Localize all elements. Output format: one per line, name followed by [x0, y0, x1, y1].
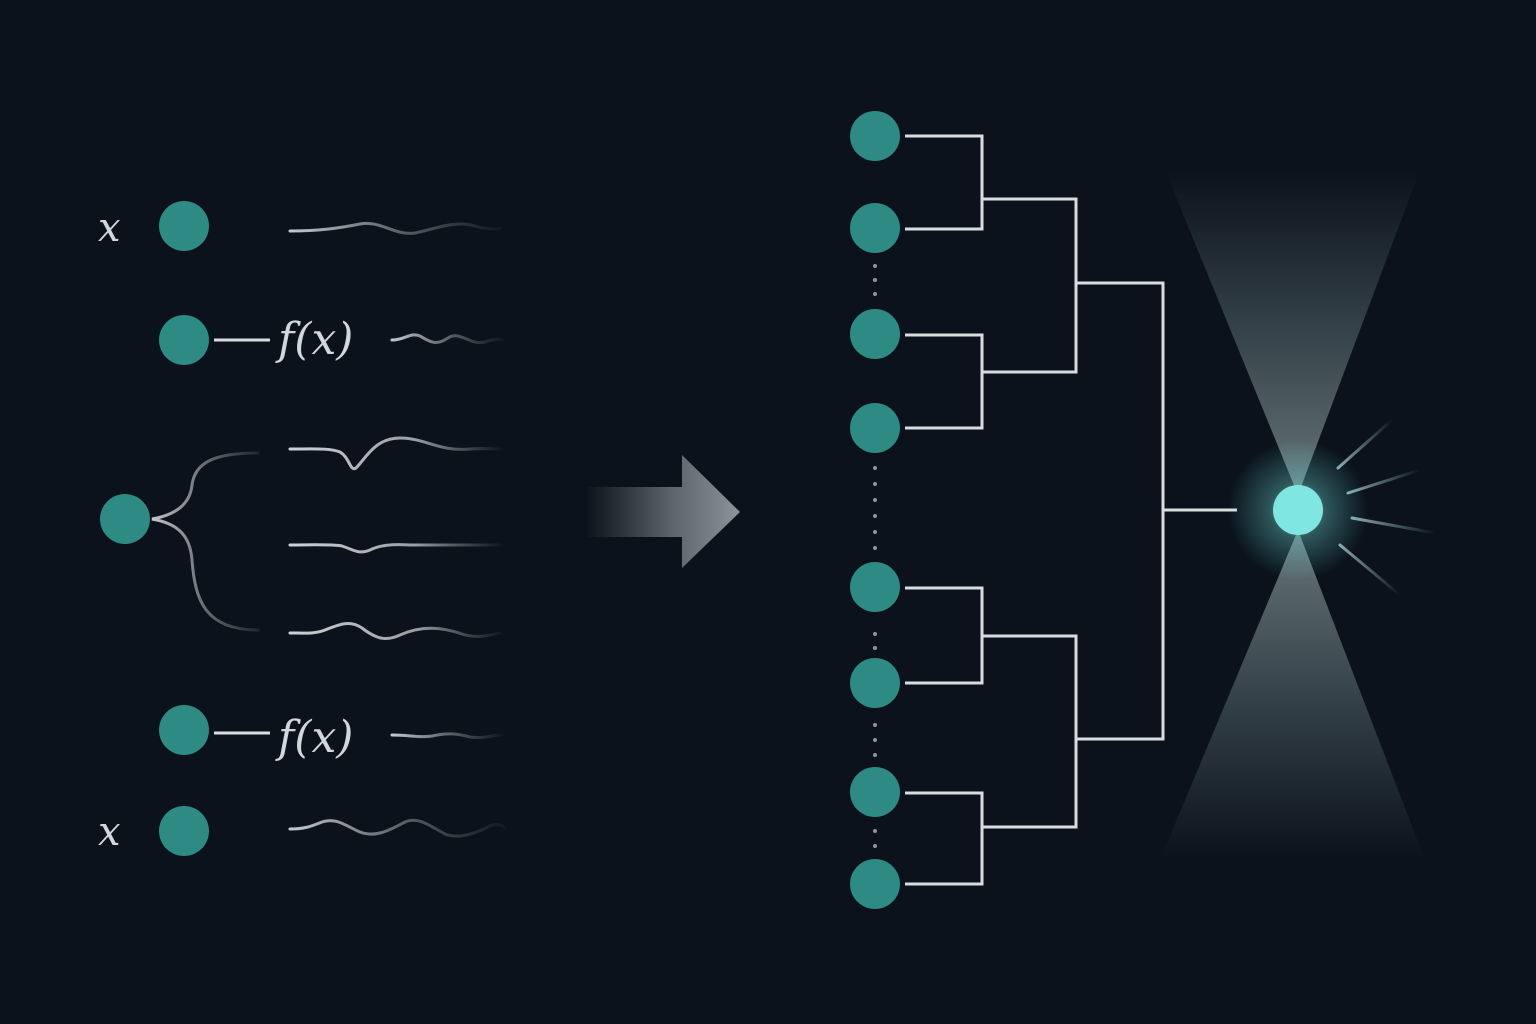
wave-line	[288, 818, 507, 838]
glowing-root-node	[1228, 440, 1368, 580]
function-row: f(x)	[159, 314, 504, 365]
leaf-node	[850, 111, 900, 161]
tree-bracket	[982, 634, 1078, 829]
tree-bracket	[1076, 281, 1165, 741]
tree-bracket	[905, 791, 984, 886]
merge-tree	[905, 134, 1237, 886]
right-arrow-icon	[585, 455, 740, 568]
variable-label: x	[98, 205, 121, 251]
tree-bracket	[905, 586, 984, 685]
tree-bracket	[905, 333, 984, 430]
wave-line	[288, 543, 502, 554]
variable-row: x	[98, 201, 502, 251]
ellipsis-dots	[873, 264, 877, 848]
input-node	[159, 705, 209, 755]
left-panel: x f(x) f(x) x	[98, 201, 507, 856]
leaf-node	[850, 562, 900, 612]
leaf-nodes	[850, 111, 900, 909]
wave-line	[288, 622, 502, 640]
leaf-node	[850, 309, 900, 359]
leaf-node	[850, 203, 900, 253]
tree-bracket	[905, 134, 984, 231]
input-node	[159, 201, 209, 251]
input-node	[100, 494, 150, 544]
function-row: f(x)	[159, 705, 504, 763]
leaf-node	[850, 767, 900, 817]
light-cone	[1160, 170, 1425, 860]
leaf-node	[850, 658, 900, 708]
branch-brace	[151, 451, 260, 632]
input-node	[159, 315, 209, 365]
function-label: f(x)	[275, 314, 353, 365]
wave-line	[288, 221, 502, 235]
function-label: f(x)	[275, 712, 353, 763]
wave-line	[288, 436, 502, 471]
input-node	[159, 806, 209, 856]
wave-line	[390, 333, 504, 345]
branch-row	[100, 436, 502, 640]
leaf-node	[850, 859, 900, 909]
tree-bracket	[982, 197, 1078, 374]
variable-row: x	[98, 806, 507, 856]
wave-line	[390, 732, 504, 740]
leaf-node	[850, 403, 900, 453]
variable-label: x	[98, 809, 121, 855]
